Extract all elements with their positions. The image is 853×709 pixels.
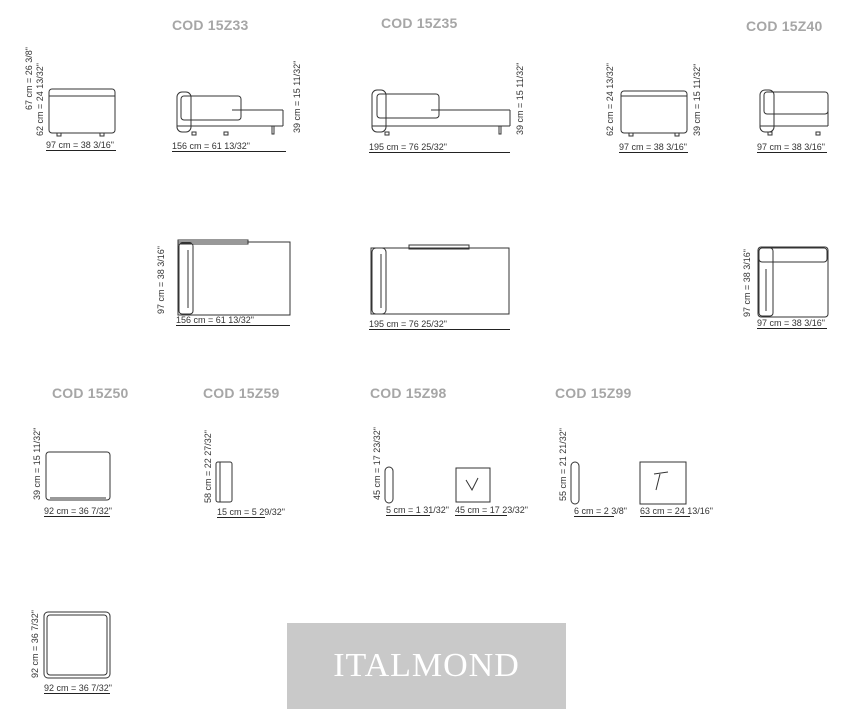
cushion-45-front-view (455, 467, 491, 503)
ottoman-side-view (45, 451, 111, 501)
dim-w92-a: 92 cm = 36 7/32" (44, 506, 112, 516)
code-15z40: COD 15Z40 (746, 18, 823, 34)
dim-h39-a: 39 cm = 15 11/32" (292, 60, 302, 133)
module-side-view-2 (620, 90, 688, 137)
dim-w63: 63 cm = 24 13/16" (640, 506, 713, 516)
cushion-45-side-view (384, 466, 394, 504)
dim-h97-a: 97 cm = 38 3/16" (156, 246, 166, 314)
code-15z59: COD 15Z59 (203, 385, 280, 401)
dim-h39-b: 39 cm = 15 11/32" (515, 62, 525, 135)
dim-w15: 15 cm = 5 29/32" (217, 507, 285, 517)
dim-w195-a: 195 cm = 76 25/32" (369, 142, 447, 152)
dim-w195-b: 195 cm = 76 25/32" (369, 319, 447, 329)
dim-h97-b: 97 cm = 38 3/16" (742, 249, 752, 317)
module-side-view-1 (48, 88, 116, 137)
dim-w5: 5 cm = 1 31/32" (386, 505, 449, 515)
cushion-63-front-view (639, 461, 687, 505)
side-table-bracket-view (215, 461, 233, 503)
dim-h39-c: 39 cm = 15 11/32" (692, 63, 702, 136)
ottoman-top-view (43, 611, 111, 679)
dim-h62: 62 cm = 24 13/32" (35, 63, 45, 136)
code-15z50: COD 15Z50 (52, 385, 129, 401)
dim-h92: 92 cm = 36 7/32" (30, 610, 40, 678)
corner-top-view (757, 246, 829, 318)
dim-w156-b: 156 cm = 61 13/32" (176, 315, 254, 325)
chaise-195-top-view (370, 244, 510, 315)
code-15z98: COD 15Z98 (370, 385, 447, 401)
chaise-195-side-view (371, 89, 511, 136)
dim-h58: 58 cm = 22 27/32" (203, 430, 213, 503)
dim-h67: 67 cm = 26 3/8" (24, 47, 34, 110)
corner-side-view (759, 89, 829, 136)
dim-w156-a: 156 cm = 61 13/32" (172, 141, 250, 151)
dim-h62-b: 62 cm = 24 13/32" (605, 63, 615, 136)
dim-w97-a: 97 cm = 38 3/16" (46, 140, 114, 150)
code-15z99: COD 15Z99 (555, 385, 632, 401)
dim-w45: 45 cm = 17 23/32" (455, 505, 528, 515)
dim-h45: 45 cm = 17 23/32" (372, 427, 382, 500)
watermark-logo: ITALMOND (287, 623, 566, 709)
cushion-63-side-view (570, 461, 580, 505)
dim-w97-b: 97 cm = 38 3/16" (619, 142, 687, 152)
dim-h55: 55 cm = 21 21/32" (558, 428, 568, 501)
dim-w6: 6 cm = 2 3/8" (574, 506, 627, 516)
dim-w97-c: 97 cm = 38 3/16" (757, 142, 825, 152)
code-15z33: COD 15Z33 (172, 17, 249, 33)
dim-w97-d: 97 cm = 38 3/16" (757, 318, 825, 328)
chaise-156-side-view (176, 91, 284, 136)
chaise-156-top-view (177, 239, 291, 316)
code-15z35: COD 15Z35 (381, 15, 458, 31)
dim-h39-d: 39 cm = 15 11/32" (32, 427, 42, 500)
dim-w92-b: 92 cm = 36 7/32" (44, 683, 112, 693)
watermark-text: ITALMOND (333, 647, 520, 684)
